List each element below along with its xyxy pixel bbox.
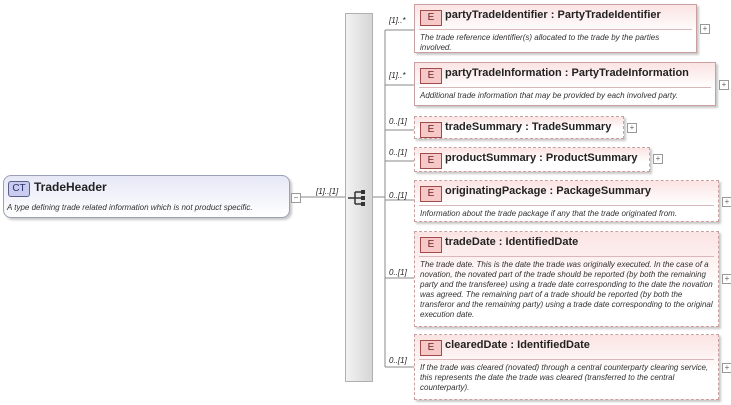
element-title: productSummary : ProductSummary: [445, 152, 638, 164]
cardinality-label: [1]..*: [389, 16, 406, 25]
element-type: IdentifiedDate: [517, 339, 590, 351]
cardinality-label: 0..[1]: [389, 117, 407, 126]
cardinality-label: 0..[1]: [389, 356, 407, 365]
element-name: tradeDate: [445, 236, 496, 248]
element-title: tradeSummary : TradeSummary: [445, 121, 611, 133]
cardinality-label: [1]..*: [389, 71, 406, 80]
type-separator: :: [507, 339, 518, 351]
element-title: partyTradeInformation : PartyTradeInform…: [445, 67, 689, 79]
element-type: IdentifiedDate: [505, 236, 579, 248]
sequence-compositor[interactable]: [345, 13, 373, 382]
expand-toggle[interactable]: +: [719, 80, 729, 90]
element-type: TradeSummary: [531, 121, 612, 133]
sequence-cardinality: [1]..[1]: [316, 187, 339, 196]
type-separator: :: [547, 9, 558, 21]
element-name: clearedDate: [445, 339, 508, 351]
expand-toggle[interactable]: +: [722, 197, 731, 207]
complex-type-name: TradeHeader: [34, 180, 107, 194]
divider: [419, 87, 711, 88]
element-badge: E: [420, 237, 442, 253]
cardinality-label: 0..[1]: [389, 148, 407, 157]
sequence-icon: [348, 190, 365, 206]
expand-toggle[interactable]: +: [722, 274, 731, 284]
complex-type-description: A type defining trade related informatio…: [7, 203, 253, 212]
cardinality-label: 0..[1]: [389, 268, 407, 277]
expand-toggle[interactable]: +: [722, 363, 731, 373]
element-type: PackageSummary: [556, 185, 652, 197]
divider: [419, 256, 714, 257]
element-badge: E: [420, 186, 442, 202]
expand-toggle[interactable]: +: [627, 123, 637, 133]
element-type: ProductSummary: [545, 152, 638, 164]
element-badge: E: [420, 153, 442, 169]
element-description: The trade date. This is the date the tra…: [420, 260, 713, 319]
element-description: Additional trade information that may be…: [420, 91, 678, 100]
element-type: PartyTradeIdentifier: [557, 9, 661, 21]
element-title: originatingPackage : PackageSummary: [445, 185, 651, 197]
cardinality-label: 0..[1]: [389, 191, 407, 200]
element-name: partyTradeIdentifier: [445, 9, 548, 21]
expand-toggle[interactable]: +: [653, 154, 663, 164]
element-description: The trade reference identifier(s) alloca…: [420, 33, 660, 52]
element-name: partyTradeInformation: [445, 67, 562, 79]
divider: [419, 205, 714, 206]
element-badge: E: [420, 122, 442, 138]
complex-type-box[interactable]: CT TradeHeader A type defining trade rel…: [3, 175, 290, 218]
element-title: clearedDate : IdentifiedDate: [445, 339, 590, 351]
type-separator: :: [561, 67, 572, 79]
element-description: Information about the trade package if a…: [420, 209, 678, 218]
element-badge: E: [420, 68, 442, 84]
element-type: PartyTradeInformation: [571, 67, 689, 79]
type-separator: :: [546, 185, 557, 197]
element-description: If the trade was cleared (novated) throu…: [420, 363, 709, 392]
type-separator: :: [522, 121, 532, 133]
element-name: originatingPackage: [445, 185, 547, 197]
element-badge: E: [420, 340, 442, 356]
element-name: tradeSummary: [445, 121, 523, 133]
element-badge: E: [420, 10, 442, 26]
type-separator: :: [495, 236, 506, 248]
element-name: productSummary: [445, 152, 537, 164]
expand-toggle[interactable]: +: [700, 24, 710, 34]
element-title: partyTradeIdentifier : PartyTradeIdentif…: [445, 9, 661, 21]
divider: [419, 29, 692, 30]
element-title: tradeDate : IdentifiedDate: [445, 236, 578, 248]
complex-type-badge: CT: [8, 181, 30, 197]
type-separator: :: [536, 152, 546, 164]
divider: [419, 359, 714, 360]
collapse-toggle[interactable]: −: [291, 193, 301, 203]
